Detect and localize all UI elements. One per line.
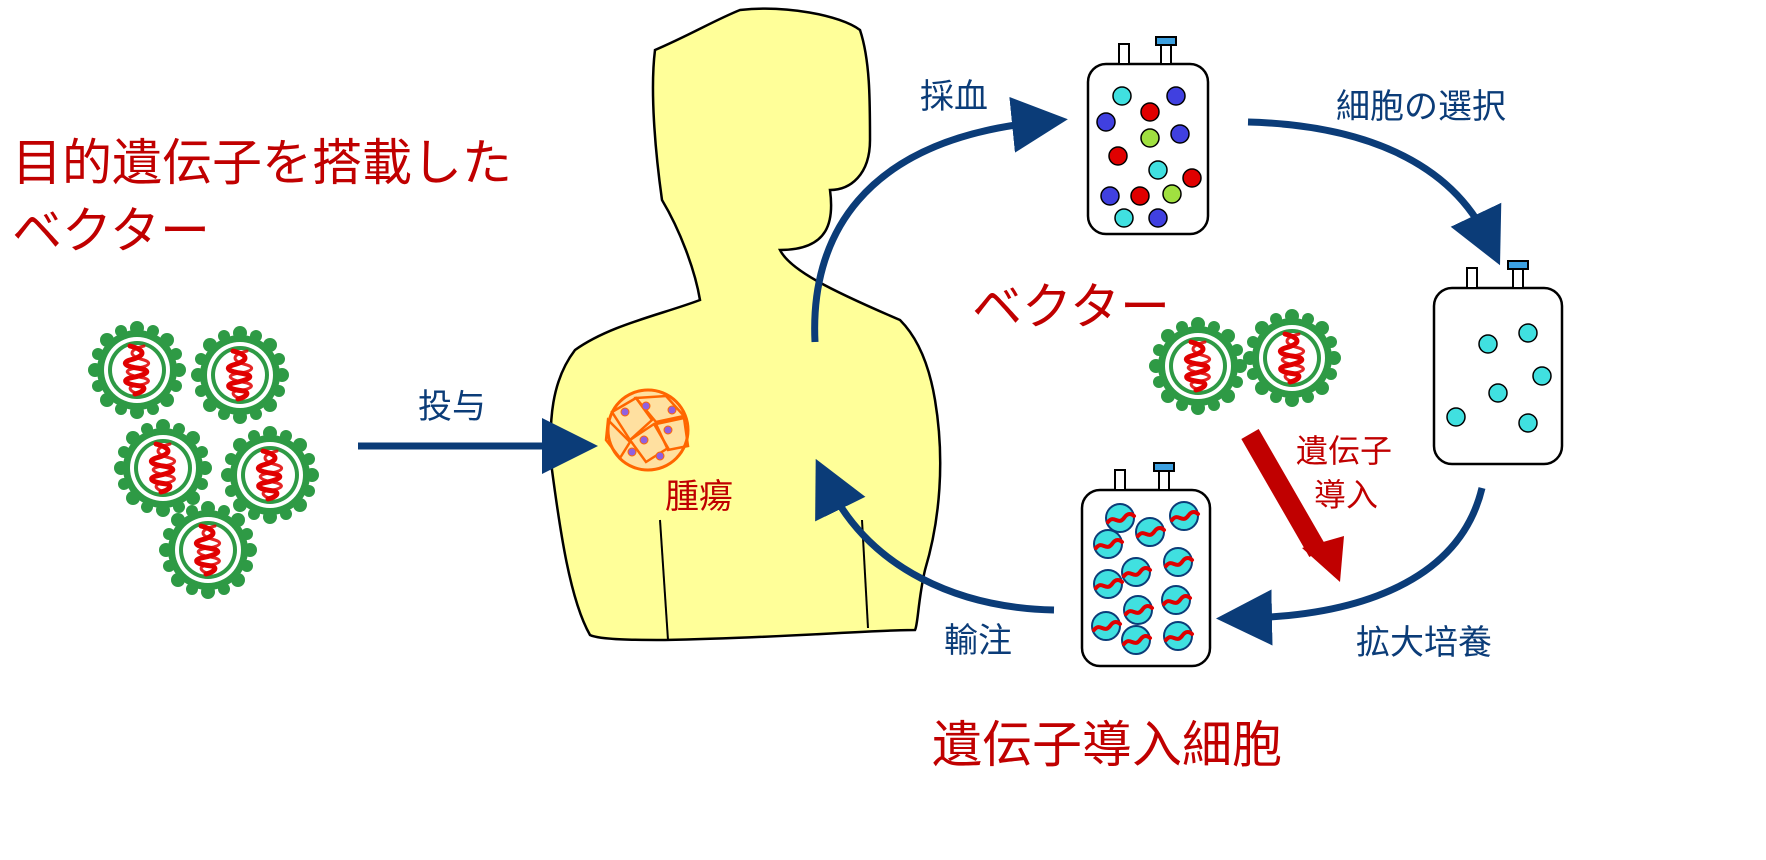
virus-particle: [1149, 317, 1247, 415]
title-line-2: ベクター: [12, 202, 210, 260]
blood-draw-arrow: [811, 96, 1068, 343]
transduced-cells-label: 遺伝子導入細胞: [932, 716, 1282, 774]
title-line-1: 目的遺伝子を搭載した: [12, 134, 512, 192]
infusion-label: 輸注: [944, 621, 1012, 661]
gene-transfer-arrow: [1241, 429, 1344, 582]
vector-label: ベクター: [972, 278, 1170, 336]
infusion-arrow: [815, 458, 1055, 614]
vector-particles-right: [1149, 309, 1341, 415]
blood-draw-label: 採血: [920, 77, 988, 117]
human-silhouette: [549, 7, 942, 642]
tumor-label: 腫瘍: [665, 477, 733, 517]
virus-particle: [191, 326, 289, 424]
virus-particle: [88, 321, 186, 419]
tumor-cluster: [604, 388, 690, 472]
expansion-arrow: [1216, 487, 1486, 646]
expansion-label: 拡大培養: [1356, 623, 1492, 663]
flask-transduced-cells: [1080, 462, 1212, 668]
arm-line-left: [659, 519, 669, 641]
gene-transfer-label-2: 導入: [1314, 476, 1378, 514]
cell-selection-label: 細胞の選択: [1336, 87, 1506, 127]
gene-transfer-label-1: 遺伝子: [1296, 432, 1392, 470]
virus-particle: [221, 426, 319, 524]
virus-particle: [1243, 309, 1341, 407]
flask-mixed-cells: [1086, 36, 1210, 236]
virus-particle: [114, 419, 212, 517]
vector-particles-left: [88, 321, 319, 599]
cell-selection-arrow: [1247, 118, 1502, 266]
administration-label: 投与: [418, 387, 486, 427]
flask-selected-cells: [1432, 260, 1564, 466]
virus-particle: [159, 501, 257, 599]
